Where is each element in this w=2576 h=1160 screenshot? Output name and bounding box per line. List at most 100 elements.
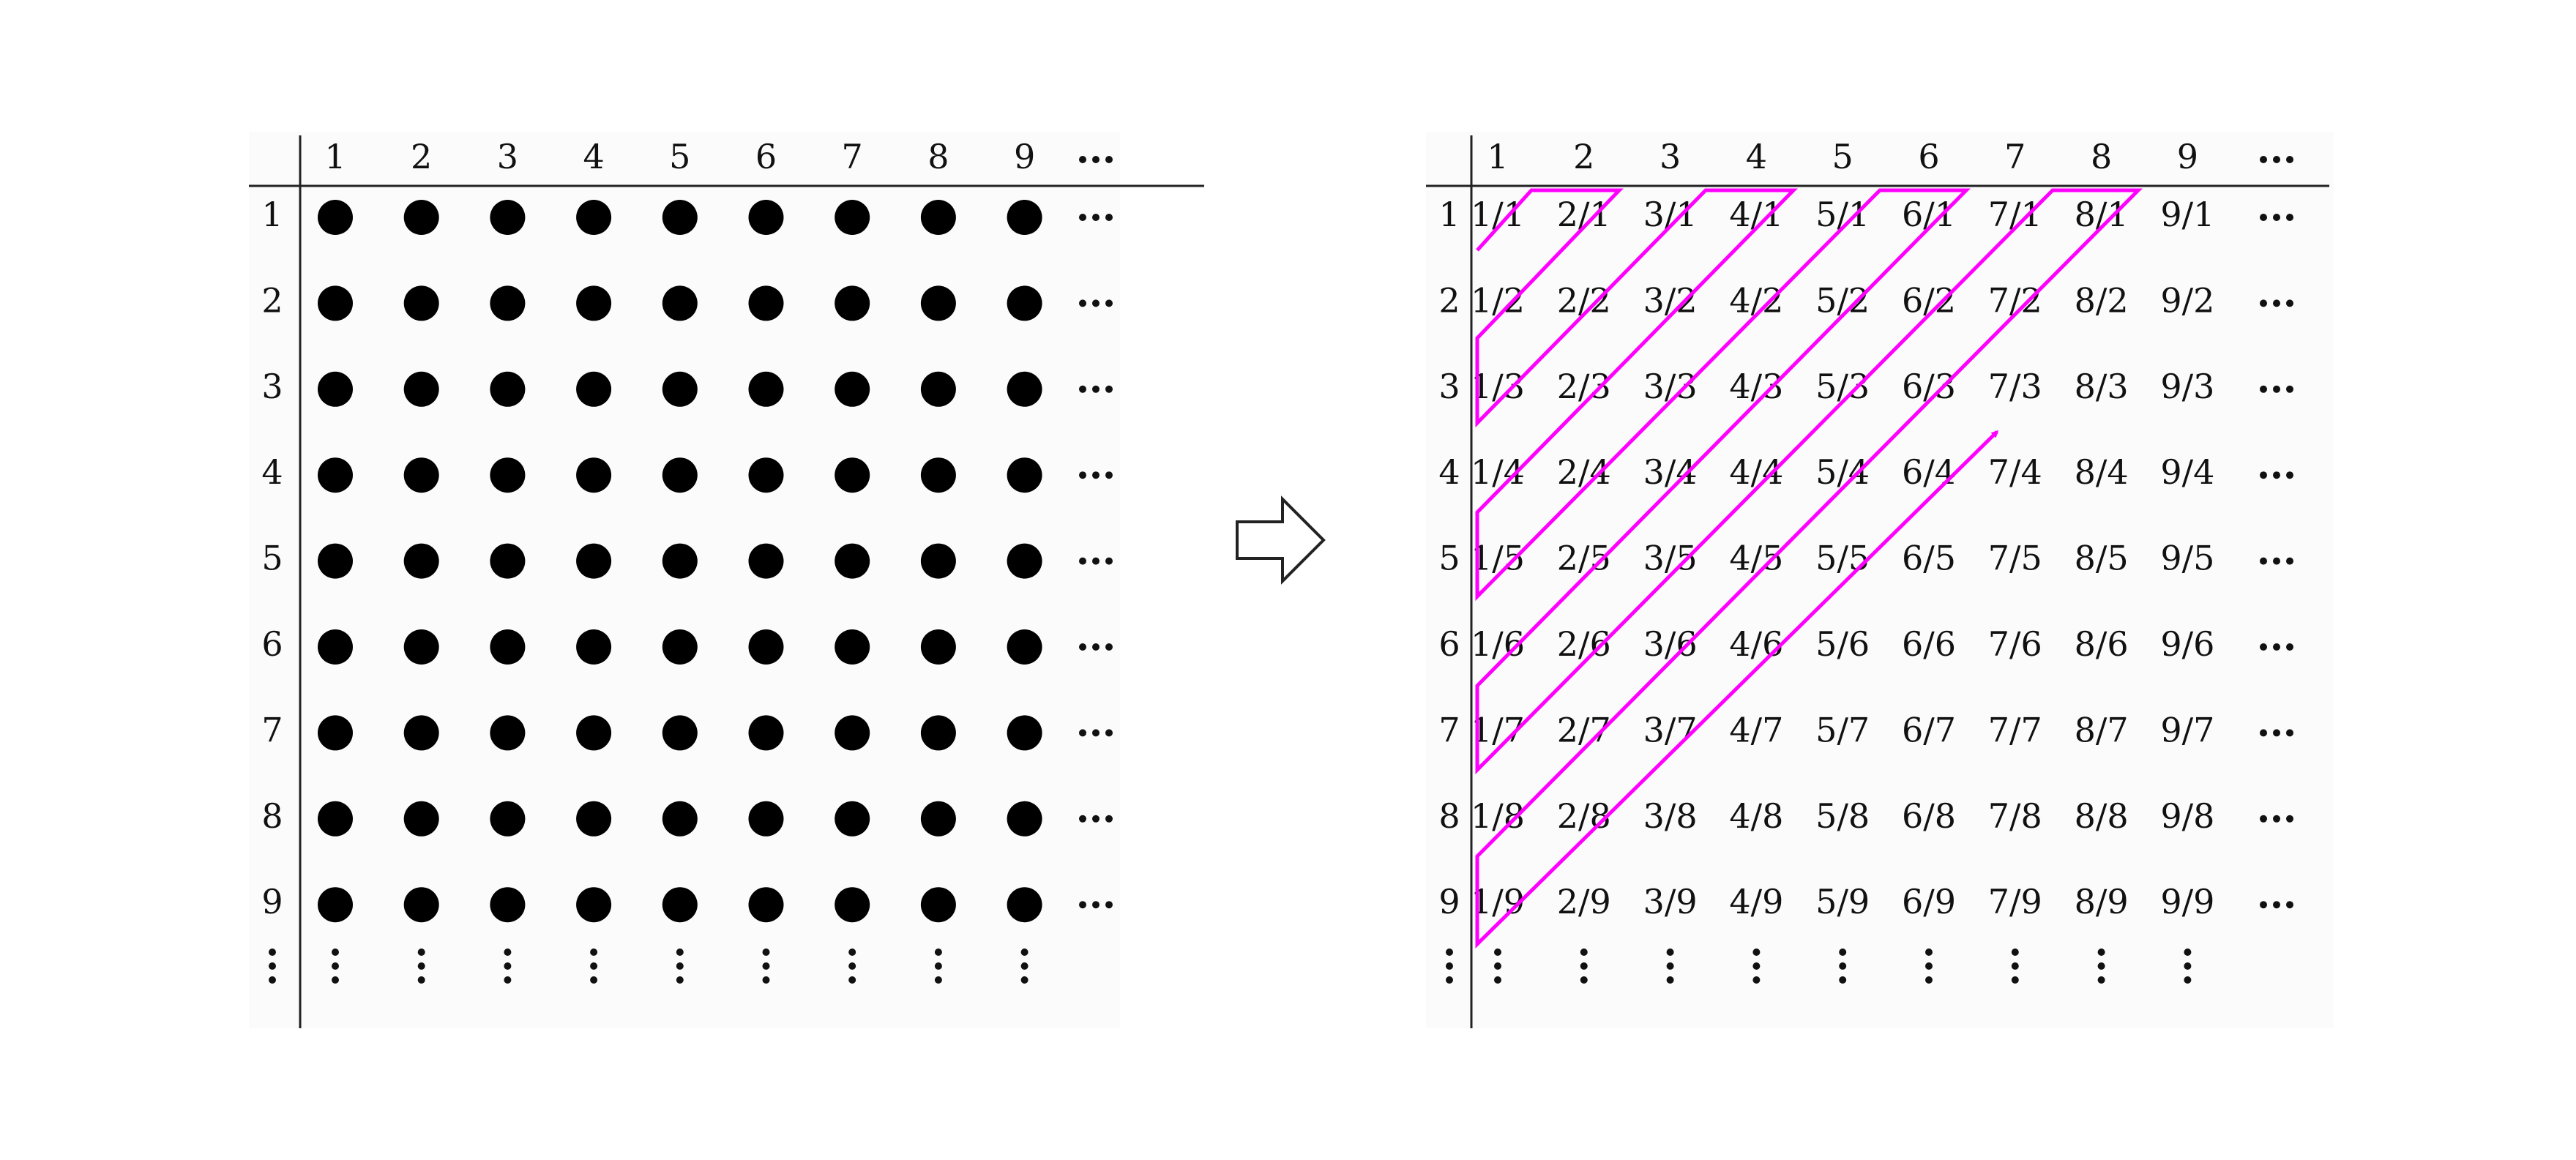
grid-dot: [835, 200, 870, 235]
right-column-header: 2: [1573, 137, 1594, 176]
grid-dot: [1007, 801, 1042, 837]
left-grid-background: [249, 132, 1120, 1028]
fraction-cell: 4/7: [1729, 710, 1783, 749]
fraction-cell: 9/6: [2160, 624, 2214, 664]
column-continuation-icon: [2184, 948, 2192, 984]
column-continuation-icon: [417, 948, 425, 984]
row-continuation-icon: [1079, 214, 1113, 221]
right-row-header: 8: [1438, 796, 1460, 836]
left-row-header: 4: [261, 452, 283, 492]
grid-dot: [576, 457, 612, 493]
column-continuation-icon: [1925, 948, 1933, 984]
grid-dot: [748, 371, 784, 407]
left-column-header: 5: [669, 137, 690, 176]
grid-dot: [403, 543, 439, 579]
left-row-continuation-icon: [269, 948, 276, 984]
grid-dot: [835, 371, 870, 407]
column-continuation-icon: [2011, 948, 2019, 984]
fraction-cell: 2/9: [1557, 882, 1611, 921]
row-continuation-icon: [2260, 214, 2293, 221]
right-row-header: 6: [1438, 624, 1460, 664]
fraction-cell: 3/7: [1643, 710, 1698, 749]
grid-dot: [748, 887, 784, 923]
grid-dot: [835, 801, 870, 837]
fraction-cell: 6/5: [1902, 539, 1956, 578]
grid-dot: [920, 629, 956, 665]
fraction-cell: 4/3: [1729, 367, 1783, 406]
fraction-cell: 5/5: [1815, 539, 1870, 578]
grid-dot: [490, 801, 526, 837]
fraction-cell: 9/4: [2160, 452, 2214, 492]
right-arrow-icon: [1236, 495, 1326, 585]
row-continuation-icon: [1079, 557, 1113, 565]
grid-dot: [748, 543, 784, 579]
grid-dot: [490, 200, 526, 235]
grid-dot: [403, 285, 439, 321]
left-row-header: 9: [261, 882, 283, 921]
grid-dot: [835, 629, 870, 665]
row-continuation-icon: [1079, 901, 1113, 909]
grid-dot: [403, 801, 439, 837]
grid-dot: [920, 457, 956, 493]
grid-dot: [748, 629, 784, 665]
right-row-header: 3: [1438, 367, 1460, 406]
column-continuation-icon: [1666, 948, 1674, 984]
grid-dot: [576, 715, 612, 751]
fraction-cell: 6/8: [1902, 796, 1956, 836]
fraction-cell: 8/3: [2075, 367, 2129, 406]
right-column-header: 1: [1487, 137, 1508, 176]
grid-dot: [318, 457, 353, 493]
grid-dot: [662, 200, 698, 235]
grid-dot: [576, 371, 612, 407]
grid-dot: [662, 801, 698, 837]
row-continuation-icon: [2260, 557, 2293, 565]
column-continuation-icon: [1020, 948, 1028, 984]
left-row-header: 5: [261, 539, 283, 578]
row-continuation-icon: [2260, 643, 2293, 651]
grid-dot: [920, 715, 956, 751]
grid-dot: [748, 457, 784, 493]
left-row-header: 6: [261, 624, 283, 664]
row-continuation-icon: [2260, 471, 2293, 479]
fraction-cell: 8/8: [2075, 796, 2129, 836]
grid-dot: [318, 801, 353, 837]
grid-dot: [490, 371, 526, 407]
grid-dot: [748, 285, 784, 321]
fraction-cell: 4/9: [1729, 882, 1783, 921]
left-row-header: 2: [261, 280, 283, 320]
grid-dot: [318, 887, 353, 923]
diagonal-enumeration-path: [1475, 188, 2143, 948]
left-column-header: 3: [497, 137, 518, 176]
fraction-cell: 4/8: [1729, 796, 1783, 836]
right-row-header: 1: [1438, 195, 1460, 234]
left-row-header: 1: [261, 195, 283, 234]
column-continuation-icon: [1494, 948, 1501, 984]
right-column-header: 7: [2004, 137, 2026, 176]
grid-dot: [576, 200, 612, 235]
grid-dot: [662, 887, 698, 923]
grid-dot: [576, 887, 612, 923]
column-continuation-icon: [676, 948, 684, 984]
fraction-cell: 9/8: [2160, 796, 2214, 836]
left-column-header: 1: [324, 137, 346, 176]
grid-dot: [403, 371, 439, 407]
row-continuation-icon: [1079, 299, 1113, 307]
row-continuation-icon: [2260, 385, 2293, 393]
fraction-cell: 4/6: [1729, 624, 1783, 664]
grid-dot: [1007, 285, 1042, 321]
left-column-header: 4: [583, 137, 604, 176]
grid-dot: [403, 200, 439, 235]
grid-dot: [403, 457, 439, 493]
grid-dot: [318, 629, 353, 665]
column-continuation-icon: [1580, 948, 1588, 984]
grid-dot: [490, 887, 526, 923]
right-column-header: 5: [1832, 137, 1853, 176]
grid-dot: [1007, 629, 1042, 665]
fraction-cell: 8/7: [2075, 710, 2129, 749]
fraction-cell: 8/4: [2075, 452, 2129, 492]
grid-dot: [920, 371, 956, 407]
fraction-cell: 1/6: [1471, 624, 1525, 664]
fraction-cell: 9/7: [2160, 710, 2214, 749]
